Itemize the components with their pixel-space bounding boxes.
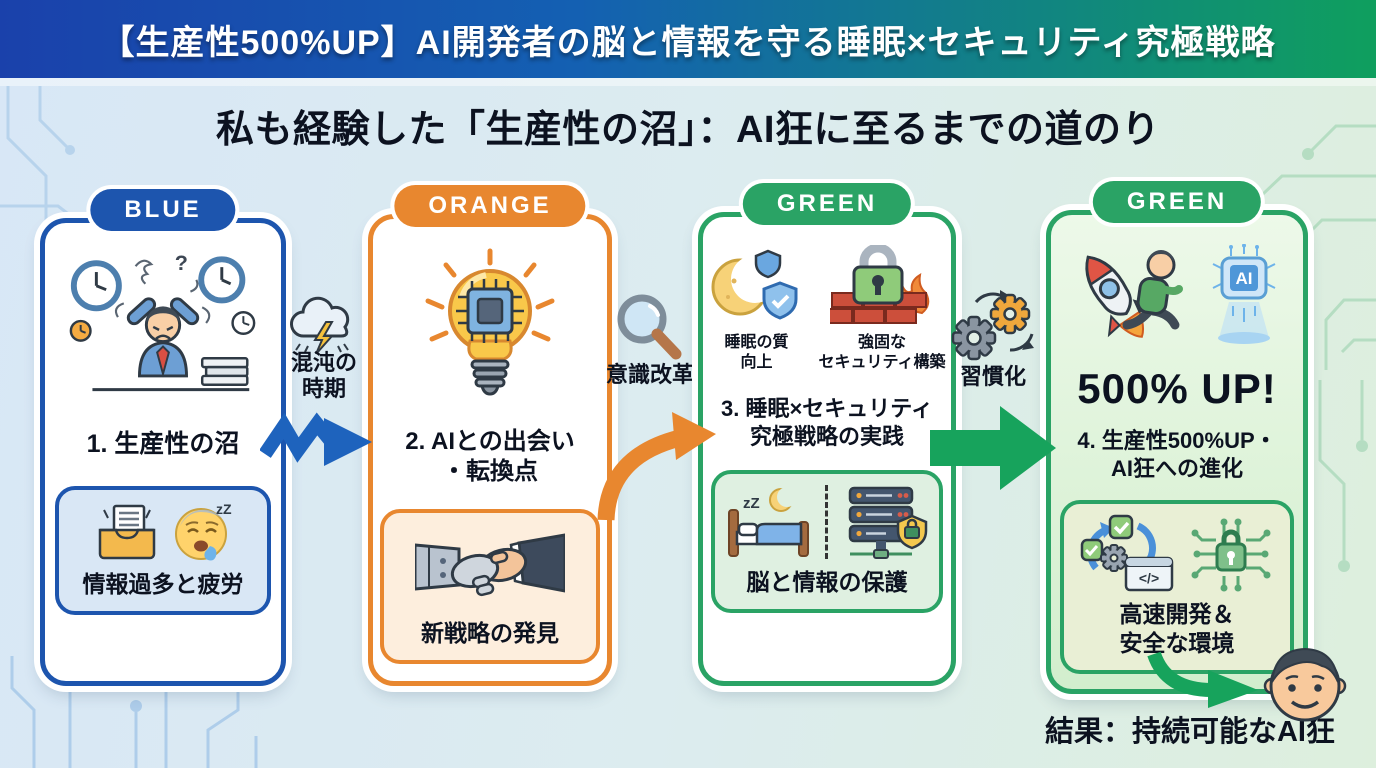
firewall-lock-icon	[829, 245, 930, 324]
protected-server-icon	[848, 486, 927, 559]
small-clock-icon	[231, 310, 256, 336]
code-glyph: </>	[1139, 570, 1159, 586]
connector-label-3: 習慣化	[959, 364, 1026, 389]
step-title-4: 4. 生産性500%UP・ AI狂への進化	[1077, 427, 1276, 482]
step-badge-1: BLUE	[90, 189, 236, 231]
step-badge-2: ORANGE	[394, 185, 586, 227]
step-title-3: 3. 睡眠×セキュリティ 究極戦略の実践	[721, 395, 933, 450]
gear-icon	[989, 293, 1031, 335]
habit-gears-icon	[951, 290, 1034, 361]
step-title-2: 2. AIとの出会い ・転換点	[405, 427, 575, 487]
highlight-500-up: 500% UP!	[1077, 365, 1277, 412]
magnifier-icon	[617, 294, 682, 360]
step-title-4-line1: 4. 生産性500%UP・	[1077, 428, 1277, 453]
sleeping-bed-icon: zZ	[727, 487, 809, 557]
robot-human-handshake-icon	[415, 533, 565, 597]
circuit-decoration-right-lower	[1318, 380, 1368, 572]
sleepy-emoji-icon: zZ	[175, 501, 232, 561]
rocket-person-icon	[1085, 250, 1183, 338]
gear-icon	[951, 315, 997, 361]
step-subbox-1: zZ 情報過多と疲労	[55, 486, 271, 615]
subbox-divider	[824, 485, 828, 559]
connector-label-1: 混沌の 時期	[268, 350, 380, 403]
subbox-label-2: 新戦略の発見	[421, 620, 559, 646]
step-card-4: GREEN	[1046, 181, 1308, 694]
connector-label-1-line2: 時期	[301, 376, 346, 402]
zz-glyph: zZ	[216, 501, 232, 517]
storm-cloud-icon	[290, 296, 350, 354]
step-card-3: GREEN 睡眠の質 向上	[698, 183, 956, 686]
ai-chip-label: AI	[1236, 269, 1253, 288]
zigzag-arrow-icon	[260, 412, 372, 466]
step-badge-3: GREEN	[742, 183, 912, 225]
chip-icon	[456, 279, 524, 343]
clock-icon	[70, 260, 122, 312]
banner-bottom-strip	[0, 78, 1376, 86]
connector-label-1-line1: 混沌の	[290, 350, 357, 375]
curved-arrow-green-icon	[1147, 651, 1258, 708]
subbox-label-3: 脳と情報の保護	[746, 569, 908, 595]
circuit-lock-icon	[1191, 518, 1271, 592]
running-person	[1122, 250, 1183, 330]
subbox-label-4-line2: 安全な環境	[1119, 629, 1235, 656]
question-mark-glyph: ?	[175, 250, 188, 275]
step-subbox-3: zZ	[711, 470, 943, 613]
step-title-1: 1. 生産性の沼	[86, 430, 240, 458]
ai-hologram-icon: AI	[1212, 244, 1276, 344]
caption-security-line1: 強固な	[857, 334, 906, 351]
books-stack-icon	[200, 357, 249, 386]
clock-icon	[198, 256, 246, 304]
small-clock-icon	[69, 319, 92, 342]
happy-face-icon	[1263, 647, 1347, 722]
gear-icon	[1100, 544, 1128, 572]
subbox-label-4-line1: 高速開発＆	[1119, 601, 1235, 627]
stressed-developer-illustration: ?	[69, 250, 256, 392]
step-badge-4: GREEN	[1092, 181, 1262, 223]
step-title-4-line2: AI狂への進化	[1110, 455, 1243, 481]
ai-lightbulb-icon	[425, 248, 555, 396]
step-card-2: ORANGE	[368, 185, 612, 686]
step-title-3-line2: 究極戦略の実践	[749, 423, 904, 449]
zz-glyph: zZ	[743, 495, 760, 512]
block-arrow-green-icon	[930, 406, 1056, 490]
step-title-2-line2: ・転換点	[442, 458, 538, 485]
stressed-person	[126, 297, 200, 378]
banner-title: 【生産性500%UP】AI開発者の脳と情報を守る睡眠×セキュリティ究極戦略	[0, 0, 1376, 78]
sleep-shield-icon	[711, 249, 798, 320]
inbox-overload-icon	[98, 505, 156, 560]
step-title-3-line1: 3. 睡眠×セキュリティ	[721, 396, 933, 421]
caption-sleep-line2: 向上	[740, 354, 773, 371]
caption-sleep-line1: 睡眠の質	[724, 334, 789, 351]
dev-cycle-icon: </>	[1080, 514, 1174, 592]
step-subbox-2: 新戦略の発見	[380, 509, 600, 664]
step-subbox-4: </>	[1060, 500, 1294, 674]
step-card-1: BLUE ?	[40, 189, 286, 686]
connector-label-2: 意識改革	[605, 362, 694, 387]
result-text: 結果：持続可能なAI狂	[1044, 716, 1335, 748]
subbox-label-1: 情報過多と疲労	[82, 571, 244, 598]
curved-arrow-orange-icon	[597, 412, 716, 521]
page-title: 私も経験した「生産性の沼」：AI狂に至るまでの道のり	[215, 109, 1160, 151]
step-title-2-line1: 2. AIとの出会い	[405, 428, 575, 455]
caption-security-line2: セキュリティ構築	[818, 354, 946, 371]
